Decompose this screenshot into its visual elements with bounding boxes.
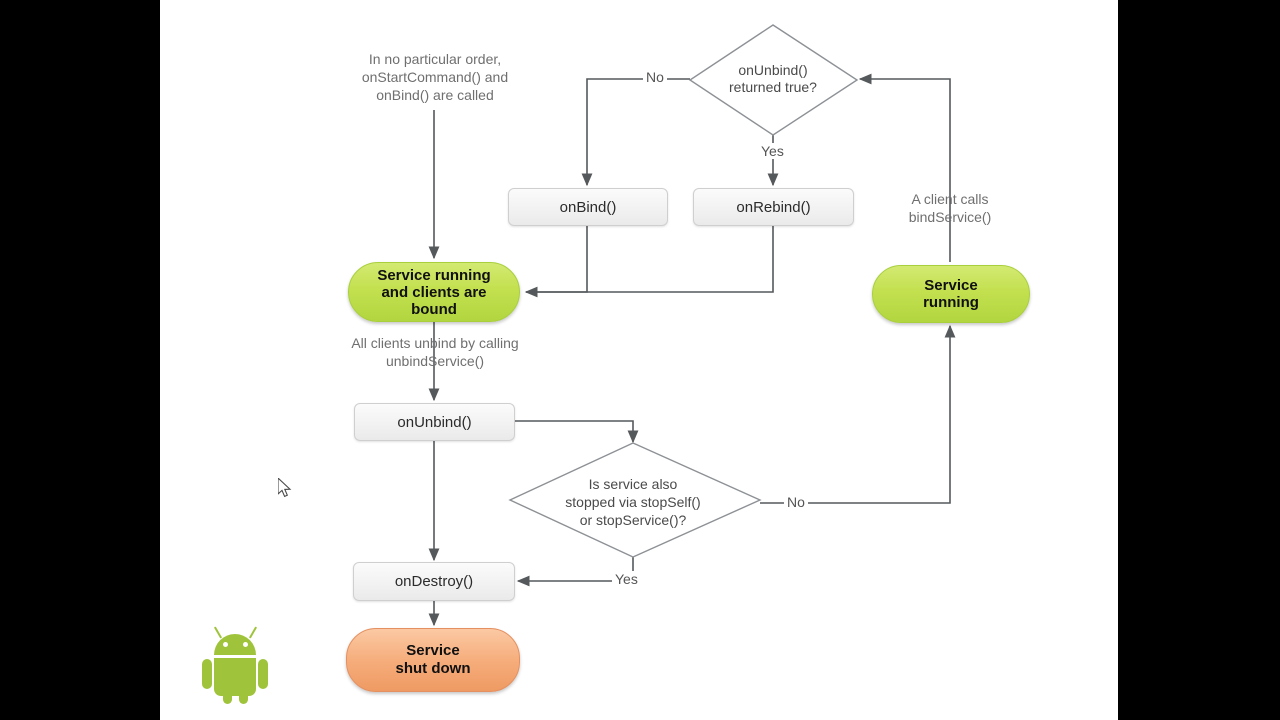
connector-layer	[428, 24, 956, 627]
android-body-icon	[214, 658, 256, 696]
state-shutdown-line-1: Service	[406, 642, 460, 659]
android-leg-left-icon	[223, 690, 232, 704]
edge-stopped-no-to-running	[760, 324, 956, 504]
decision-onunbind-line-2: returned true?	[729, 79, 817, 95]
android-head-icon	[214, 634, 256, 655]
edge-onunbind-to-stopped-decision	[515, 420, 639, 444]
process-ondestroy-label: onDestroy()	[394, 573, 474, 590]
note-start-line-3: onBind() are called	[376, 87, 494, 103]
state-running-bound-line-3: bound	[411, 300, 457, 318]
process-onbind[interactable]: onBind()	[508, 188, 668, 226]
mouse-cursor-icon	[278, 478, 292, 498]
decision-stopped: Is service also stopped via stopSelf() o…	[523, 473, 743, 531]
process-onrebind[interactable]: onRebind()	[693, 188, 854, 226]
process-ondestroy[interactable]: onDestroy()	[353, 562, 515, 601]
state-running-line-2: running	[923, 294, 979, 311]
note-start-line-1: In no particular order,	[368, 51, 502, 67]
decision-onunbind-line-1: onUnbind()	[738, 62, 808, 78]
label-no-stopped: No	[784, 494, 808, 510]
state-running[interactable]: Service running	[872, 265, 1030, 323]
android-arm-left-icon	[202, 659, 212, 689]
note-all-unbind-line-1: All clients unbind by calling	[351, 335, 519, 351]
decision-onunbind: onUnbind() returned true?	[703, 56, 843, 102]
android-leg-right-icon	[239, 690, 248, 704]
process-onbind-label: onBind()	[559, 198, 617, 216]
edge-onbind-to-bound	[524, 226, 588, 298]
android-eye-left-icon	[223, 642, 228, 647]
process-onunbind-label: onUnbind()	[397, 413, 472, 431]
edge-unbind-no-to-onbind	[581, 78, 690, 187]
android-robot-icon	[200, 626, 270, 704]
note-client-binds: A client calls bindService()	[875, 190, 1025, 226]
process-onunbind[interactable]: onUnbind()	[354, 403, 515, 441]
android-antenna-left-icon	[213, 626, 223, 639]
decision-stopped-line-3: or stopService()?	[579, 512, 687, 528]
note-start-line-2: onStartCommand() and	[361, 69, 509, 85]
decision-stopped-line-1: Is service also	[588, 476, 678, 492]
label-yes-stopped: Yes	[612, 571, 641, 587]
note-start: In no particular order, onStartCommand()…	[350, 50, 520, 104]
state-running-bound-line-1: Service running	[377, 266, 491, 284]
android-antenna-right-icon	[248, 626, 258, 639]
state-running-line-1: Service	[924, 277, 978, 294]
label-no-unbind: No	[643, 69, 667, 85]
android-eye-right-icon	[243, 642, 248, 647]
state-shutdown-line-2: shut down	[395, 660, 471, 677]
state-running-bound-line-2: and clients are	[381, 283, 487, 301]
note-all-unbind: All clients unbind by calling unbindServ…	[315, 334, 555, 370]
decision-onunbind-shape	[688, 24, 859, 136]
edge-running-to-unbind-decision	[858, 73, 951, 262]
decision-stopped-line-2: stopped via stopSelf()	[565, 494, 701, 510]
note-all-unbind-line-2: unbindService()	[385, 353, 485, 369]
state-shutdown[interactable]: Service shut down	[346, 628, 520, 692]
process-onrebind-label: onRebind()	[736, 198, 811, 216]
note-client-binds-line-2: bindService()	[908, 209, 992, 225]
diagram-canvas: In no particular order, onStartCommand()…	[160, 0, 1118, 720]
edge-onrebind-to-bound	[526, 226, 774, 293]
state-running-bound[interactable]: Service running and clients are bound	[348, 262, 520, 322]
android-arm-right-icon	[258, 659, 268, 689]
note-client-binds-line-1: A client calls	[911, 191, 989, 207]
label-yes-unbind: Yes	[758, 143, 787, 159]
decision-stopped-shape	[508, 442, 762, 558]
